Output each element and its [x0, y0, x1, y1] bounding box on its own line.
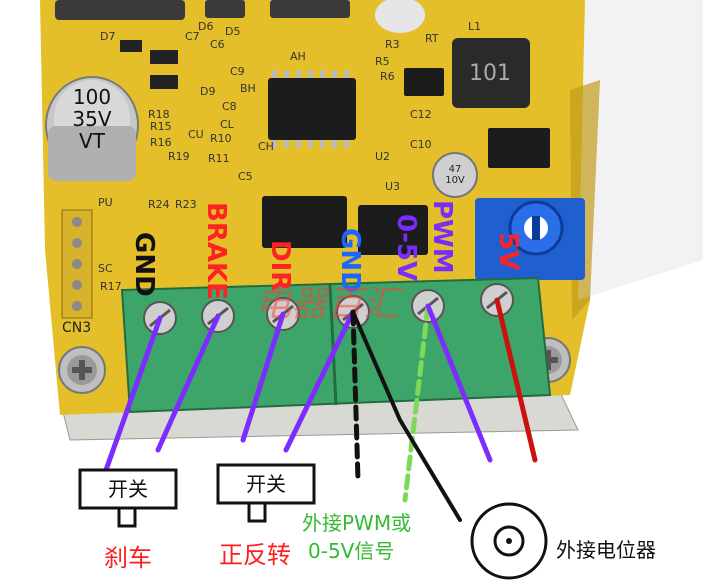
silk-r3: R3	[385, 38, 400, 51]
silk-c7: C7	[185, 30, 200, 43]
label-pwm: PWM	[427, 200, 457, 274]
silk-ch: CH	[258, 140, 274, 153]
capacitor-value-text: 100	[73, 85, 111, 109]
label-0-5v: 0-5V	[391, 214, 421, 281]
pwm-note-line1: 外接PWM或	[302, 511, 411, 535]
silk-u3: U3	[385, 180, 400, 193]
background-right	[578, 0, 703, 300]
ic-chip-top	[268, 70, 356, 148]
switch-brake-box	[78, 468, 178, 510]
silk-cl: CL	[220, 118, 235, 131]
silk-cu: CU	[188, 128, 204, 141]
switch-dir: 开关 正反转	[216, 463, 316, 569]
silk-sc: SC	[98, 262, 113, 275]
silk-r19: R19	[168, 150, 190, 163]
label-5v: 5V	[493, 232, 523, 270]
caption-brake: 刹车	[104, 544, 152, 572]
silk-d5: D5	[225, 25, 240, 38]
label-brake: BRAKE	[201, 202, 231, 300]
silk-r10: R10	[210, 132, 232, 145]
wire-gnd-dir	[283, 309, 356, 453]
silk-rt: RT	[425, 32, 439, 45]
silk-r5: R5	[375, 55, 390, 68]
label-dir: DIR	[265, 240, 295, 291]
silk-r11: R11	[208, 152, 230, 165]
silk-c8: C8	[222, 100, 237, 113]
capacitor-voltage-text: 35V	[72, 107, 111, 131]
wire-pot-gnd	[351, 310, 462, 522]
main-capacitor: 100 35V VT	[45, 76, 139, 181]
switch-dir-box	[216, 463, 316, 505]
ic-chip-middle	[262, 196, 428, 255]
silk-l1: L1	[468, 20, 481, 33]
external-potentiometer: 外接电位器	[470, 502, 656, 580]
silk-r17: R17	[100, 280, 122, 293]
top-components	[55, 0, 425, 89]
silk-r18: R18	[148, 108, 170, 121]
capacitor-brand-text: VT	[79, 129, 106, 153]
silk-c12: C12	[410, 108, 432, 121]
wire-pot-wiper	[425, 303, 493, 463]
small-cap-voltage: 10V	[445, 175, 465, 186]
silk-r24: R24	[148, 198, 170, 211]
screw-left	[58, 346, 106, 394]
silk-d9: D9	[200, 85, 215, 98]
wire-pot-5v	[494, 297, 538, 463]
silk-d7: D7	[100, 30, 115, 43]
pwm-note-line2: 0-5V信号	[308, 539, 394, 563]
inductor: 101	[452, 38, 530, 108]
silk-c9: C9	[230, 65, 245, 78]
regulator-chips	[404, 68, 550, 168]
silk-r6: R6	[380, 70, 395, 83]
wire-gnd-dashed	[350, 309, 361, 483]
wiring	[103, 297, 538, 522]
silkscreen-labels: R10 R11 R15 R16 R17 R18 R19 R24 R23 C6 C…	[98, 20, 481, 293]
switch-dir-lever	[247, 501, 267, 523]
switch-brake: 开关 刹车	[78, 468, 178, 572]
silk-c6: C6	[210, 38, 225, 51]
silk-ah: AH	[290, 50, 306, 63]
switch-dir-label: 开关	[246, 472, 286, 496]
silk-bh: BH	[240, 82, 256, 95]
switch-brake-label: 开关	[108, 477, 148, 501]
terminal-label-group: GND BRAKE DIR GND 0-5V PWM 5V	[129, 200, 523, 300]
silk-c10: C10	[410, 138, 432, 151]
small-cap-value: 47	[449, 164, 462, 175]
label-gnd-2: GND	[335, 228, 365, 293]
wire-brake	[155, 313, 221, 453]
silk-r15: R15	[150, 120, 172, 133]
silk-d6: D6	[198, 20, 213, 33]
switch-brake-lever	[117, 506, 137, 528]
connector-label: CN3	[62, 320, 91, 336]
silk-u2: U2	[375, 150, 390, 163]
small-capacitor: 47 10V	[432, 152, 478, 198]
caption-direction: 正反转	[219, 541, 291, 569]
watermark-text: 电器百汇	[255, 284, 404, 325]
silk-r16: R16	[150, 136, 172, 149]
silk-r23: R23	[175, 198, 197, 211]
pin-header: CN3	[61, 209, 93, 336]
pot-center	[506, 538, 512, 544]
label-gnd-1: GND	[129, 232, 159, 297]
wire-dir	[240, 311, 286, 443]
inductor-mark: 101	[469, 61, 511, 86]
caption-potentiometer: 外接电位器	[556, 538, 656, 562]
silk-c5: C5	[238, 170, 253, 183]
silk-pu: PU	[98, 196, 113, 209]
wire-signal-dashed	[402, 303, 431, 503]
wire-gnd-brake	[103, 315, 163, 473]
onboard-trimmer	[475, 198, 585, 280]
